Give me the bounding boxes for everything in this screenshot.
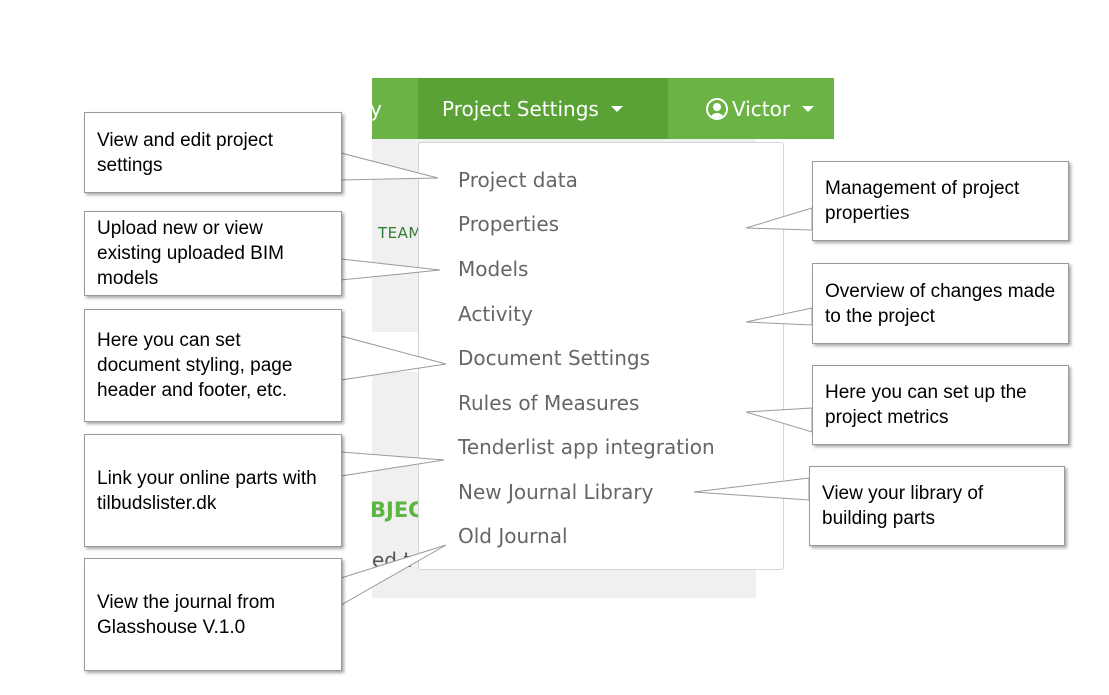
pointer-old-journal bbox=[340, 544, 447, 606]
menu-item-models[interactable]: Models bbox=[458, 257, 529, 281]
pointer-properties bbox=[745, 207, 813, 231]
project-settings-menu-button[interactable]: Project Settings bbox=[442, 78, 623, 139]
pointer-tenderlist bbox=[340, 451, 445, 477]
pointer-rules-of-measures bbox=[745, 407, 813, 433]
menu-item-project-data[interactable]: Project data bbox=[458, 168, 578, 192]
user-name: Victor bbox=[732, 96, 791, 121]
project-settings-dropdown bbox=[418, 142, 784, 570]
menu-item-old-journal[interactable]: Old Journal bbox=[458, 524, 568, 548]
callout-journal-library: View your library of building parts bbox=[809, 466, 1065, 546]
nav-project-settings-active bbox=[418, 78, 668, 139]
project-settings-label: Project Settings bbox=[442, 96, 599, 121]
pointer-activity bbox=[745, 307, 813, 326]
callout-project-data: View and edit project settings bbox=[84, 112, 342, 193]
pointer-document-settings bbox=[340, 335, 447, 381]
callout-rules-of-measures: Here you can set up the project metrics bbox=[812, 365, 1069, 445]
callout-properties: Management of project properties bbox=[812, 161, 1069, 241]
menu-item-document-settings[interactable]: Document Settings bbox=[458, 346, 651, 370]
user-circle-icon bbox=[706, 97, 728, 120]
menu-item-new-journal-library[interactable]: New Journal Library bbox=[458, 480, 654, 504]
caret-down-icon bbox=[610, 105, 623, 112]
callout-activity: Overview of changes made to the project bbox=[812, 263, 1069, 344]
callout-tenderlist: Link your online parts with tilbudsliste… bbox=[84, 434, 342, 547]
callout-models: Upload new or view existing uploaded BIM… bbox=[84, 211, 342, 296]
menu-item-rules-of-measures[interactable]: Rules of Measures bbox=[458, 391, 640, 415]
caret-down-icon bbox=[802, 105, 815, 112]
menu-item-activity[interactable]: Activity bbox=[458, 302, 533, 326]
callout-document-settings: Here you can set document styling, page … bbox=[84, 309, 342, 422]
pointer-models bbox=[340, 258, 441, 281]
callout-old-journal: View the journal from Glasshouse V.1.0 bbox=[84, 558, 342, 671]
nav-item-previous[interactable]: y bbox=[370, 96, 382, 121]
subject-heading-fragment: BJEC bbox=[370, 498, 424, 522]
pointer-journal-library bbox=[693, 477, 810, 501]
menu-item-tenderlist-integration[interactable]: Tenderlist app integration bbox=[458, 435, 715, 459]
pointer-project-data bbox=[340, 152, 439, 181]
menu-item-properties[interactable]: Properties bbox=[458, 212, 560, 236]
user-menu-button[interactable]: Victor bbox=[706, 78, 815, 139]
team-label-fragment: TEAM bbox=[378, 224, 422, 242]
